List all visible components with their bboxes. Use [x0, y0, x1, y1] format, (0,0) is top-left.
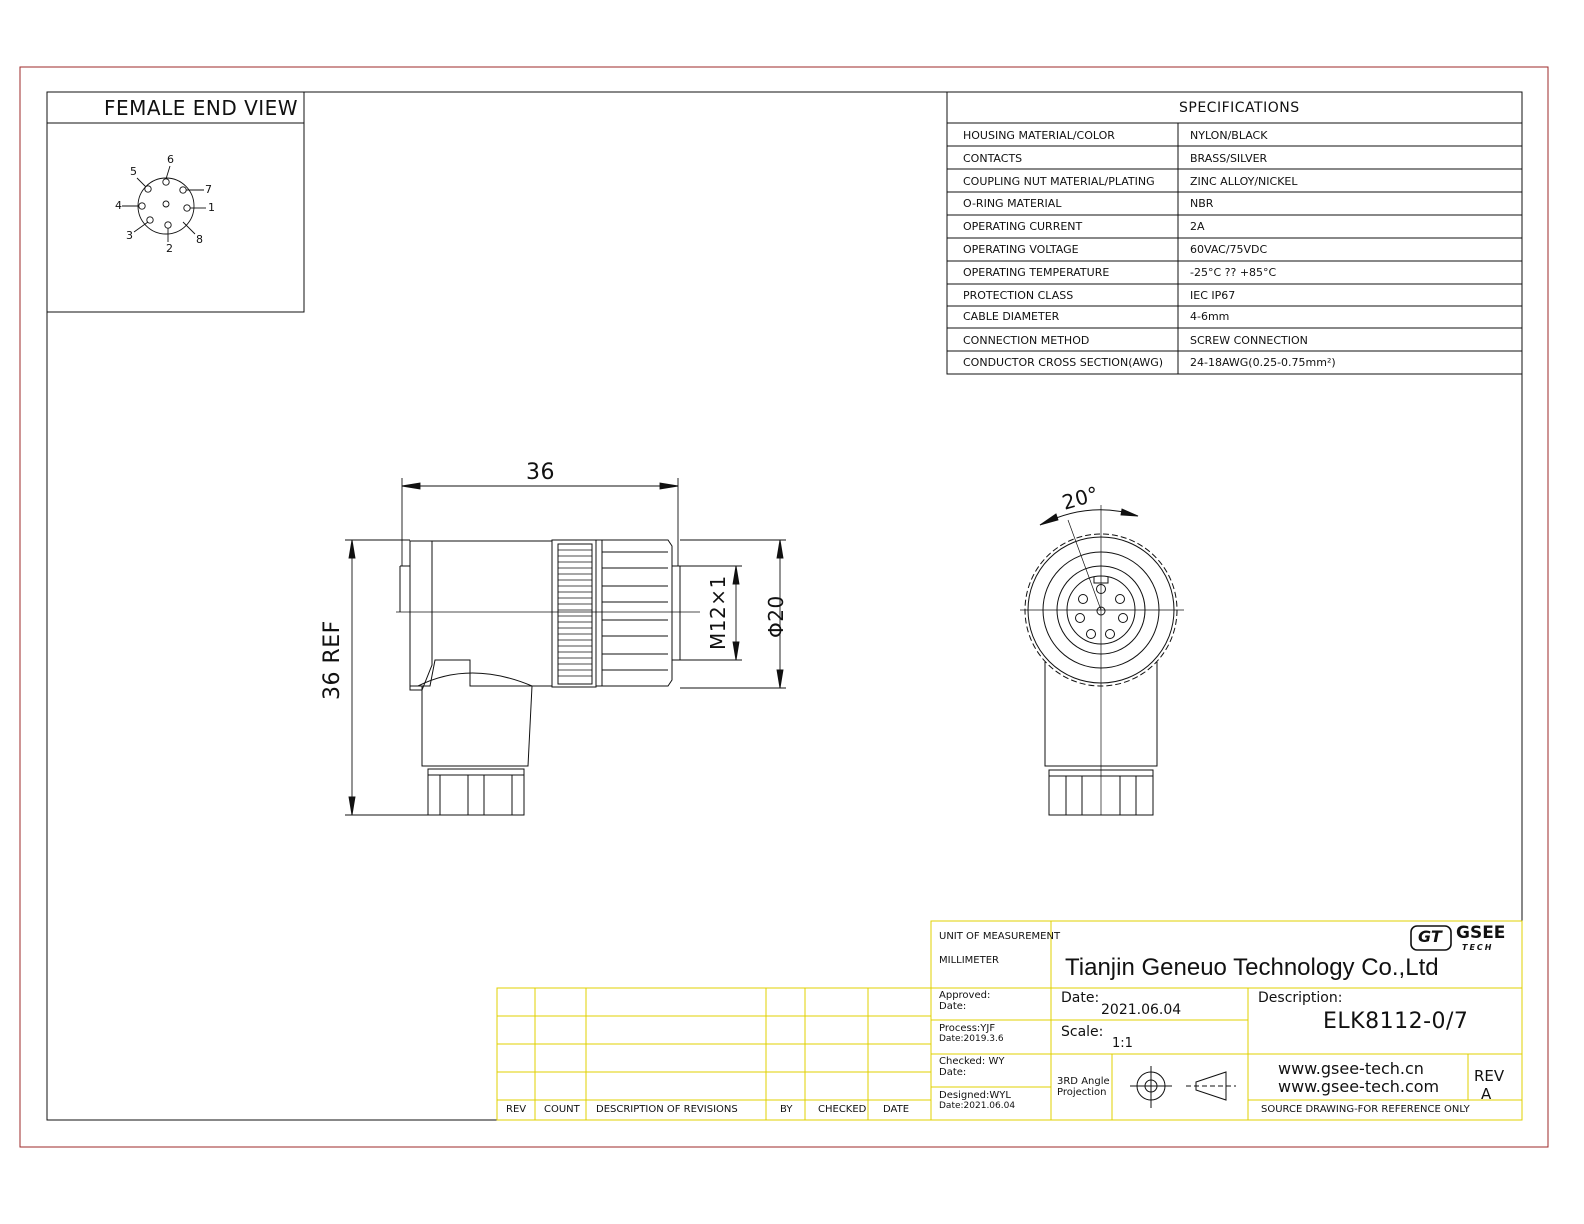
female-end-view-title: FEMALE END VIEW: [104, 96, 299, 120]
date-value: 2021.06.04: [1101, 1002, 1182, 1018]
rev-value: A: [1481, 1085, 1492, 1103]
connector-side-view: [396, 539, 700, 816]
rev-header-date: DATE: [883, 1104, 910, 1115]
checked-label: Checked: WY: [939, 1056, 1005, 1067]
connector-front-view: [1020, 505, 1184, 816]
pin-diagram: [122, 165, 206, 242]
spec-value: IEC IP67: [1190, 289, 1236, 302]
spec-value: ZINC ALLOY/NICKEL: [1190, 175, 1298, 188]
outer-frame: [19, 66, 1549, 1148]
pin-label-4: 4: [115, 199, 122, 212]
dimension-height-label: 36 REF: [320, 620, 345, 700]
spec-value: NYLON/BLACK: [1190, 129, 1268, 142]
spec-label: COUPLING NUT MATERIAL/PLATING: [963, 175, 1155, 188]
projection-line1: 3RD Angle: [1057, 1076, 1110, 1087]
rev-header-checked: CHECKED: [818, 1104, 867, 1115]
approved-date-label: Date:: [939, 1001, 967, 1012]
process-label: Process:YJF: [939, 1023, 996, 1034]
spec-label: O-RING MATERIAL: [963, 197, 1062, 210]
company-logo: [1410, 925, 1452, 951]
logo-mark-text: GT: [1418, 927, 1442, 946]
website-2: www.gsee-tech.com: [1278, 1077, 1440, 1096]
spec-label: OPERATING CURRENT: [963, 220, 1083, 233]
scale-label: Scale:: [1061, 1024, 1104, 1040]
spec-value: NBR: [1190, 197, 1214, 210]
spec-label: HOUSING MATERIAL/COLOR: [963, 129, 1115, 142]
title-block-grid: [930, 920, 1523, 1121]
pin-label-3: 3: [126, 229, 133, 242]
unit-value: MILLIMETER: [939, 955, 999, 966]
dimension-lines-side: [345, 478, 786, 816]
spec-label: CABLE DIAMETER: [963, 310, 1060, 323]
spec-label: OPERATING VOLTAGE: [963, 243, 1079, 256]
description-value: ELK8112-0/7: [1323, 1009, 1469, 1034]
dimension-width-label: 36: [526, 460, 555, 485]
designed-date: Date:2021.06.04: [939, 1101, 1016, 1111]
spec-value: SCREW CONNECTION: [1190, 334, 1308, 347]
spec-value: 2A: [1190, 220, 1205, 233]
spec-value: 4-6mm: [1190, 310, 1230, 323]
spec-label: OPERATING TEMPERATURE: [963, 266, 1110, 279]
spec-label: CONDUCTOR CROSS SECTION(AWG): [963, 356, 1164, 369]
checked-date-label: Date:: [939, 1067, 967, 1078]
unit-label: UNIT OF MEASUREMENT: [939, 931, 1061, 942]
designed-label: Designed:WYL: [939, 1090, 1011, 1101]
spec-table-grid: [946, 91, 1523, 375]
spec-value: BRASS/SILVER: [1190, 152, 1268, 165]
rev-label: REV: [1474, 1067, 1505, 1085]
spec-label: CONNECTION METHOD: [963, 334, 1090, 347]
pin-label-8: 8: [196, 233, 203, 246]
pin-label-1: 1: [208, 201, 215, 214]
rev-header-by: BY: [780, 1104, 793, 1115]
approved-label: Approved:: [939, 990, 991, 1001]
projection-line2: Projection: [1057, 1087, 1107, 1098]
specifications-title: SPECIFICATIONS: [1179, 100, 1300, 116]
dimension-thread-label: M12×1: [706, 575, 730, 650]
footer-note: SOURCE DRAWING-FOR REFERENCE ONLY: [1261, 1104, 1470, 1115]
spec-value: 24-18AWG(0.25-0.75mm²): [1190, 356, 1336, 369]
process-date: Date:2019.3.6: [939, 1034, 1004, 1044]
spec-label: CONTACTS: [963, 152, 1023, 165]
spec-value: -25°C ?? +85°C: [1190, 266, 1277, 279]
logo-name-text: GSEE: [1456, 923, 1506, 943]
revisions-grid: [496, 987, 932, 1121]
website-1: www.gsee-tech.cn: [1278, 1059, 1424, 1078]
description-label: Description:: [1258, 990, 1343, 1006]
company-name: Tianjin Geneuo Technology Co.,Ltd: [1065, 954, 1439, 981]
logo-sub-text: TECH: [1462, 943, 1494, 952]
scale-value: 1:1: [1112, 1036, 1133, 1051]
angle-dimension: [1039, 508, 1139, 526]
spec-value: 60VAC/75VDC: [1190, 243, 1268, 256]
female-end-view-box: [46, 91, 305, 313]
date-label: Date:: [1061, 990, 1100, 1006]
pin-label-2: 2: [166, 242, 173, 255]
rev-header-description: DESCRIPTION OF REVISIONS: [596, 1104, 738, 1115]
pin-label-7: 7: [205, 183, 212, 196]
pin-label-6: 6: [167, 153, 174, 166]
rev-header-rev: REV: [506, 1104, 527, 1115]
spec-label: PROTECTION CLASS: [963, 289, 1074, 302]
pin-label-5: 5: [130, 165, 137, 178]
dimension-diameter-label: Φ20: [764, 595, 788, 638]
rev-header-count: COUNT: [544, 1104, 580, 1115]
projection-symbol: [1130, 1066, 1236, 1108]
